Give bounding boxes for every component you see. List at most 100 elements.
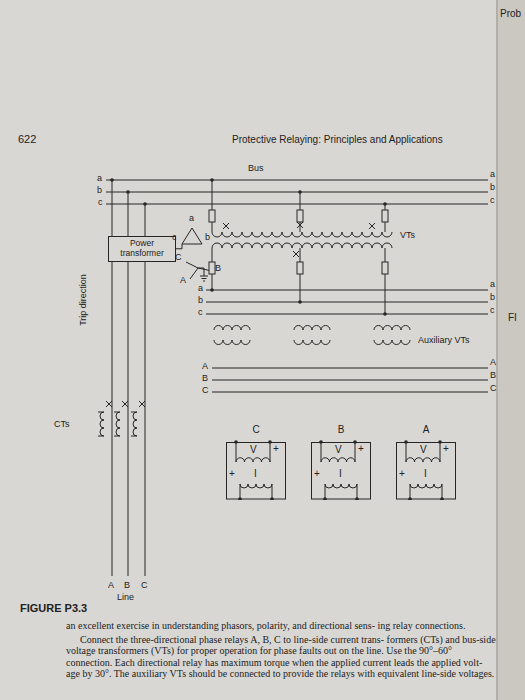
aux-vt-secondary (294, 340, 330, 345)
ground-lead (198, 268, 204, 276)
ct-winding (100, 412, 104, 436)
ground-symbol (200, 276, 208, 277)
ct-lead (131, 412, 137, 413)
aux-vt-primary (214, 326, 250, 331)
voltage-coil-label: V (335, 444, 342, 455)
relay-outline (311, 424, 371, 500)
polarity-sign: + (399, 468, 405, 479)
phase-letter: A (490, 358, 496, 368)
polarity-mark (223, 223, 229, 229)
bus-conductor (106, 180, 488, 181)
coil-lead (236, 442, 272, 499)
fuse-symbol (297, 210, 303, 222)
adjacent-page-text: FI (508, 312, 517, 323)
polarity-sign: + (273, 443, 279, 454)
phase-letter: A (202, 362, 208, 372)
trip-direction-label: Trip direction (79, 274, 89, 326)
vt-secondary-winding (212, 243, 392, 248)
junction-dot (143, 202, 147, 206)
coil-lead (321, 442, 357, 499)
aux-vt-label: Auxiliary VTs (418, 336, 470, 346)
vt-secondary-bus (206, 302, 488, 303)
vt-primary-winding (212, 232, 392, 237)
page-number: 622 (18, 133, 36, 145)
junction-dot (234, 440, 238, 444)
phase-letter: B (202, 374, 208, 384)
adjacent-page (497, 0, 525, 700)
relay-box (397, 443, 456, 500)
phase-letter: a (490, 170, 495, 180)
phase-letter: b (97, 186, 102, 196)
phase-letter: a (97, 174, 102, 184)
phase-letter: B (124, 581, 130, 591)
aux-vt-bus (212, 380, 488, 381)
phase-letter: c (198, 308, 203, 318)
bus-label: Bus (248, 164, 264, 174)
polarity-mark (122, 401, 128, 407)
vt-primary-lead (212, 180, 213, 232)
vt-secondary-lead (385, 248, 386, 314)
relay-box (227, 443, 286, 500)
ct-lead (114, 436, 120, 437)
polarity-mark (293, 251, 299, 257)
polarity-mark (293, 251, 299, 257)
polarity-mark (297, 222, 303, 228)
ground-symbol (202, 278, 207, 279)
voltage-coil (321, 458, 355, 462)
voltage-coil-label: V (420, 444, 427, 455)
polarity-sign: + (314, 468, 320, 479)
junction-dot (383, 202, 387, 206)
junction-dot (298, 190, 302, 194)
phase-letter: b (490, 293, 495, 303)
polarity-mark (223, 223, 229, 229)
junction-dot (438, 440, 442, 444)
phase-letter: A (108, 581, 114, 591)
ct-winding (133, 412, 137, 436)
body-text: Connect the three-directional phase rela… (66, 634, 498, 680)
junction-dot (355, 497, 359, 500)
directional-relay: AV++I (396, 424, 456, 500)
relay-phase-label: A (396, 424, 456, 435)
relay-outline (396, 424, 456, 500)
figure-caption: FIGURE P3.3 (20, 602, 87, 614)
phase-letter: c (98, 198, 103, 208)
current-coil-label: I (254, 468, 257, 479)
bus-conductor (106, 192, 488, 193)
current-coil (240, 484, 272, 488)
phase-letter: a (198, 284, 203, 294)
page-gutter (496, 0, 498, 700)
directional-relay: CV++I (226, 424, 286, 500)
polarity-mark (122, 401, 128, 407)
ct-lead (131, 436, 137, 437)
ct-lead (114, 412, 120, 413)
delta-symbol (182, 228, 202, 244)
adjacent-page-text: Prob (500, 8, 521, 19)
junction-dot (353, 440, 357, 444)
ground-symbol (203, 281, 205, 282)
relay-phase-label: B (311, 424, 371, 435)
junction-dot (440, 497, 444, 500)
junction-dot (408, 497, 412, 500)
vt-label: VTs (400, 231, 415, 241)
fuse-symbol (382, 262, 388, 274)
fuse-symbol (297, 262, 303, 274)
winding-letter: c (172, 233, 177, 243)
junction-dot (110, 178, 114, 182)
winding-letter: A (180, 276, 186, 286)
polarity-mark (106, 401, 112, 407)
winding-letter: a (189, 214, 194, 224)
junction-dot (270, 497, 274, 500)
aux-vt-primary (294, 326, 330, 331)
line-label: Line (117, 593, 134, 603)
wye-arm (190, 268, 198, 279)
phase-letter: a (490, 280, 495, 290)
transformer-box: Power transformer (108, 236, 176, 262)
current-coil (325, 484, 357, 488)
phase-letter: b (490, 183, 495, 193)
junction-dot (404, 440, 408, 444)
junction-dot (238, 497, 242, 500)
relay-outline (226, 424, 286, 500)
junction-dot (323, 497, 327, 500)
transformer-lead (176, 244, 182, 249)
